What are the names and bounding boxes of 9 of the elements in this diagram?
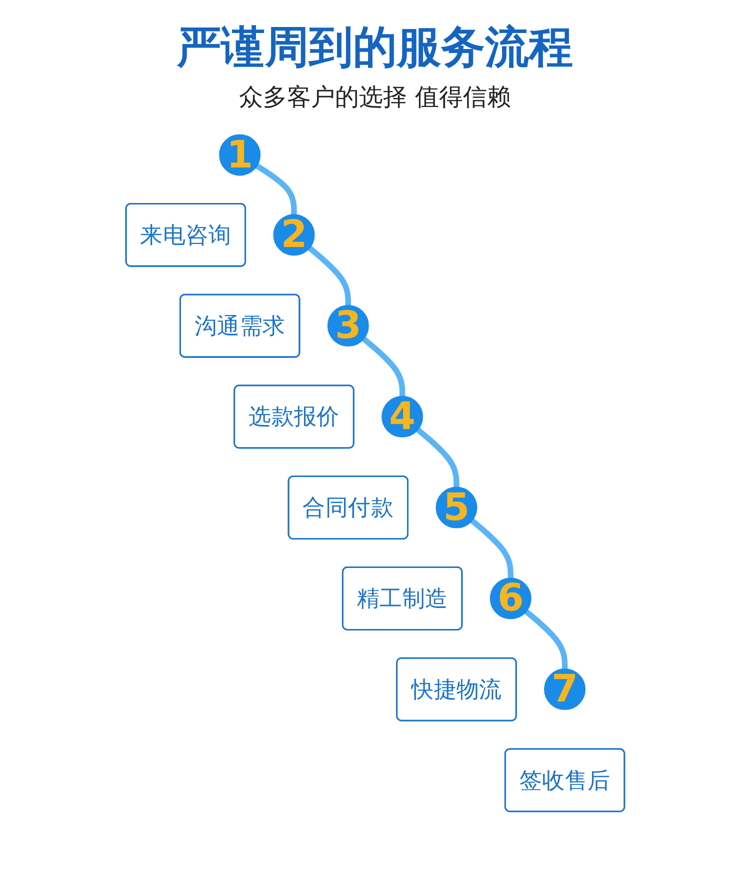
subtitle: 众多客户的选择 值得信赖 — [238, 82, 512, 113]
node-circle: 3 — [327, 305, 369, 347]
node-circle: 2 — [273, 214, 315, 256]
node-circle: 6 — [490, 578, 532, 620]
node-circle: 4 — [381, 396, 423, 438]
node-circle: 5 — [435, 486, 477, 528]
node-circle: 1 — [218, 134, 260, 176]
title: 严谨周到的服务流程 — [176, 21, 574, 75]
node-circle: 7 — [544, 668, 586, 710]
